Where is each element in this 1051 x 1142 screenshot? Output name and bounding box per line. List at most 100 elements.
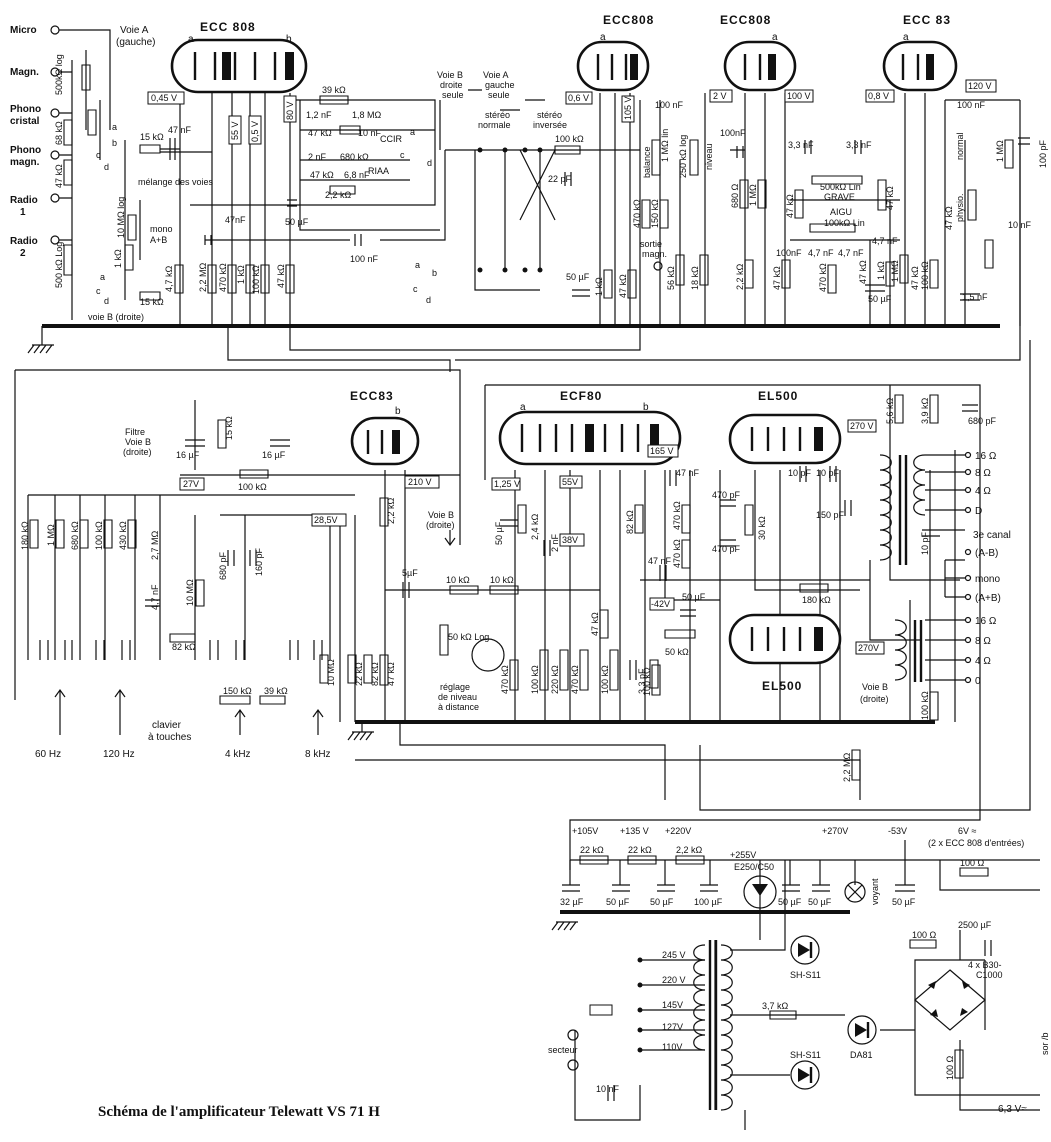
vt-m42: -42V bbox=[651, 599, 670, 609]
tube-v2-a: a bbox=[600, 32, 606, 43]
res-47k-v6: 47 kΩ bbox=[590, 612, 600, 636]
secteur-label: secteur bbox=[548, 1045, 578, 1055]
voie-b-seule-1: Voie B bbox=[437, 70, 463, 80]
stereo-inversee-2: inversée bbox=[533, 120, 567, 130]
ps-r3-7k: 3,7 kΩ bbox=[762, 1001, 789, 1011]
tube-v3-ecc808: ECC808 a bbox=[720, 13, 797, 92]
cap-2500u: 2500 µF bbox=[958, 920, 992, 930]
res-2-2M-o: 2,2 MΩ bbox=[842, 752, 852, 782]
ps-r22k: 22 kΩ bbox=[580, 845, 604, 855]
res-100k-v2: 100 kΩ bbox=[555, 134, 584, 144]
res-250k-log: 250 kΩ log bbox=[678, 135, 688, 178]
vt-06: 0,6 V bbox=[568, 93, 589, 103]
res-1k-t: 1 kΩ bbox=[876, 261, 886, 280]
sortie-1: sortie bbox=[640, 239, 662, 249]
out-8: 8 Ω bbox=[975, 468, 991, 479]
cap-10p: 10 pF bbox=[788, 468, 812, 478]
sw-d: d bbox=[104, 162, 109, 172]
filtre-2: Voie B bbox=[125, 437, 151, 447]
res-180k-b: 180 kΩ bbox=[802, 595, 831, 605]
res-500k-log: 500kΩ log bbox=[54, 54, 64, 95]
voie-b-out-1: Voie B bbox=[862, 682, 888, 692]
tube-v3-a: a bbox=[772, 32, 778, 43]
sw-c: c bbox=[96, 150, 101, 160]
ps-r100-c: 100 Ω bbox=[945, 1055, 955, 1080]
res-680-v3: 680 Ω bbox=[730, 183, 740, 208]
rail-105: +105V bbox=[572, 826, 598, 836]
vt-285: 28,5V bbox=[314, 515, 338, 525]
out-a-plus-b: (A+B) bbox=[975, 593, 1001, 604]
res-50k: 50 kΩ bbox=[665, 647, 689, 657]
cap-150p: 150 pF bbox=[816, 510, 845, 520]
physio-label: physio. bbox=[955, 193, 965, 222]
res-470k-v2: 470 kΩ bbox=[632, 199, 642, 228]
vt-38: 38V bbox=[562, 535, 578, 545]
res-470k-t: 470 kΩ bbox=[818, 263, 828, 292]
ps-cap-50c: 50 µF bbox=[778, 897, 802, 907]
voie-a-seule-3: seule bbox=[488, 90, 510, 100]
schematic-caption: Schéma de l'amplificateur Telewatt VS 71… bbox=[98, 1104, 380, 1120]
ps-cap-50b: 50 µF bbox=[650, 897, 674, 907]
res-10k-b: 10 kΩ bbox=[490, 575, 514, 585]
out-4: 4 Ω bbox=[975, 486, 991, 497]
fil-label-2: (2 x ECC 808 d'entrées) bbox=[928, 838, 1024, 848]
cap-4-7n: 4,7 nF bbox=[808, 248, 834, 258]
ground-bus-middle bbox=[347, 720, 935, 741]
cap-10p-b: 10 pF bbox=[816, 468, 840, 478]
res-100k: 100 kΩ bbox=[251, 265, 261, 294]
stereo-normale-2: normale bbox=[478, 120, 511, 130]
cap-680p-v7: 680 pF bbox=[968, 416, 997, 426]
tube-v5-ecc83: ECC83 b bbox=[350, 389, 420, 466]
aigu-label: AIGU bbox=[830, 207, 852, 217]
vt-045: 0,45 V bbox=[151, 93, 177, 103]
res-30k: 30 kΩ bbox=[757, 516, 767, 540]
freq-60hz: 60 Hz bbox=[35, 749, 61, 760]
ps-cap-50e: 50 µF bbox=[892, 897, 916, 907]
res-22k: 22 kΩ bbox=[354, 662, 364, 686]
cap-47n-v6b: 47 nF bbox=[648, 556, 672, 566]
res-2-2k: 2,2 kΩ bbox=[325, 190, 352, 200]
voie-a-label-2: (gauche) bbox=[116, 37, 155, 48]
res-15k-f: 15 kΩ bbox=[224, 416, 234, 440]
vt-125: 1,25 V bbox=[494, 479, 520, 489]
stereo-inversee-1: stéréo bbox=[537, 110, 562, 120]
rail-135: +135 V bbox=[620, 826, 649, 836]
sw2-d: d bbox=[427, 158, 432, 168]
vt-270b: 270V bbox=[858, 643, 879, 653]
res-100k-t: 100 kΩ bbox=[920, 261, 930, 290]
cap-10p-c: 10 pF bbox=[920, 531, 930, 555]
cap-100n-v4: 100 nF bbox=[957, 100, 986, 110]
cap-50u-v7: 50 µF bbox=[682, 592, 706, 602]
res-82k: 82 kΩ bbox=[172, 642, 196, 652]
cap-50u-v2: 50 µF bbox=[566, 272, 590, 282]
res-47k-v1: 47 kΩ bbox=[276, 264, 286, 288]
clavier-1: clavier bbox=[152, 720, 182, 731]
tap-245: 245 V bbox=[662, 950, 686, 960]
grave-label: GRAVE bbox=[824, 192, 855, 202]
cap-47n: 47 nF bbox=[168, 125, 192, 135]
ps-cap-32: 32 µF bbox=[560, 897, 584, 907]
sw-a-2: a bbox=[100, 272, 105, 282]
sortie-2: magn. bbox=[642, 249, 667, 259]
rail-220: +220V bbox=[665, 826, 691, 836]
tube-v1-a: a bbox=[188, 34, 194, 45]
res-100k-v7: 100 kΩ bbox=[642, 667, 652, 696]
aigu-lin: 100kΩ Lin bbox=[824, 218, 865, 228]
voie-b-seule-3: seule bbox=[442, 90, 464, 100]
out2-8: 8 Ω bbox=[975, 636, 991, 647]
voyant-label: voyant bbox=[870, 878, 880, 905]
res-82k-b: 82 kΩ bbox=[370, 662, 380, 686]
v1-area: 0,45 V 55 V 0,5 V 80 V 4,7 kΩ 2,2 MΩ 470… bbox=[147, 85, 432, 294]
cap-100nF-v3: 100nF bbox=[720, 128, 746, 138]
res-470k-v6c: 470 kΩ bbox=[672, 539, 682, 568]
tube-v1-b: b bbox=[286, 34, 292, 45]
cap-10n-v4: 10 nF bbox=[1008, 220, 1032, 230]
cap-47n-b: 47nF bbox=[225, 215, 246, 225]
res-47k-t: 47 kΩ bbox=[785, 194, 795, 218]
sw-d-2: d bbox=[104, 296, 109, 306]
ps-cap-50a: 50 µF bbox=[606, 897, 630, 907]
mono-label-1: mono bbox=[150, 224, 173, 234]
res-220k: 220 kΩ bbox=[550, 665, 560, 694]
res-68k: 68 kΩ bbox=[54, 121, 64, 145]
res-1M-f: 1 MΩ bbox=[46, 524, 56, 546]
